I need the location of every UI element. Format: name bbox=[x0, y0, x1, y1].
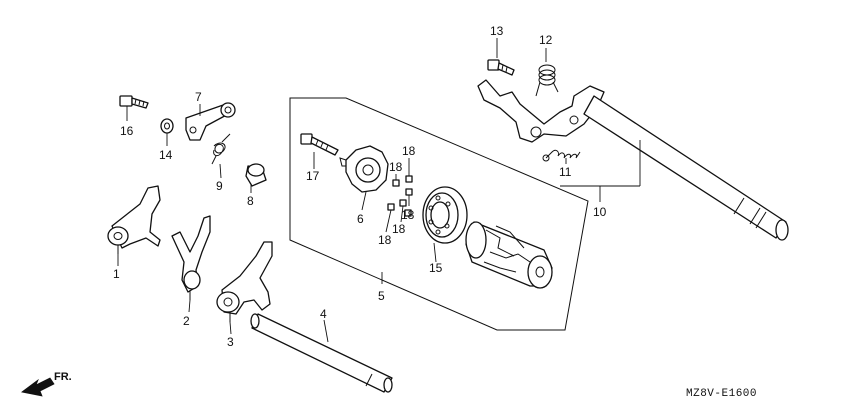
callout-13: 13 bbox=[490, 24, 504, 38]
direction-label: FR. bbox=[54, 371, 72, 383]
bolt-16 bbox=[119, 95, 149, 109]
callout-18-d: 18 bbox=[378, 233, 392, 247]
callout-3: 3 bbox=[227, 335, 234, 349]
figure-code: MZ8V-E1600 bbox=[686, 388, 757, 400]
shift-fork-1 bbox=[107, 185, 161, 254]
callout-18-b: 18 bbox=[389, 160, 403, 174]
callout-15: 15 bbox=[429, 261, 443, 275]
shift-fork-2 bbox=[171, 215, 211, 300]
bolt-13 bbox=[487, 59, 515, 76]
bolt-17 bbox=[300, 133, 339, 156]
callout-18-c: 18 bbox=[401, 208, 415, 222]
callout-16: 16 bbox=[120, 124, 134, 138]
callout-12: 12 bbox=[539, 33, 553, 47]
callout-4: 4 bbox=[320, 307, 327, 321]
spring-11 bbox=[542, 149, 581, 162]
spring-12 bbox=[535, 64, 559, 97]
shift-drum bbox=[465, 221, 553, 289]
callout-17: 17 bbox=[306, 169, 320, 183]
drum-assembly-outline bbox=[289, 97, 589, 331]
spring-9 bbox=[211, 133, 231, 165]
collar-8 bbox=[245, 163, 267, 187]
callout-5: 5 bbox=[378, 289, 385, 303]
callout-7: 7 bbox=[195, 90, 202, 104]
stopper-arm-7 bbox=[185, 102, 236, 141]
fork-shaft-4 bbox=[250, 313, 393, 393]
front-direction-arrow bbox=[21, 377, 55, 397]
drum-center-6 bbox=[339, 145, 389, 193]
callout-18-e: 18 bbox=[392, 222, 406, 236]
callout-2: 2 bbox=[183, 314, 190, 328]
leader-lines bbox=[117, 38, 641, 343]
callout-10: 10 bbox=[593, 205, 607, 219]
callout-1: 1 bbox=[113, 267, 120, 281]
callout-11: 11 bbox=[559, 165, 572, 179]
callout-6: 6 bbox=[357, 212, 364, 226]
callout-9: 9 bbox=[216, 179, 223, 193]
callout-8: 8 bbox=[247, 194, 254, 208]
arrow-icon bbox=[21, 377, 55, 397]
callout-14: 14 bbox=[159, 148, 173, 162]
bearing-15 bbox=[422, 186, 468, 244]
washer-14 bbox=[160, 118, 174, 134]
gearshift-spindle-10 bbox=[477, 79, 789, 241]
callout-18-a: 18 bbox=[402, 144, 416, 158]
shift-fork-3 bbox=[216, 241, 273, 322]
